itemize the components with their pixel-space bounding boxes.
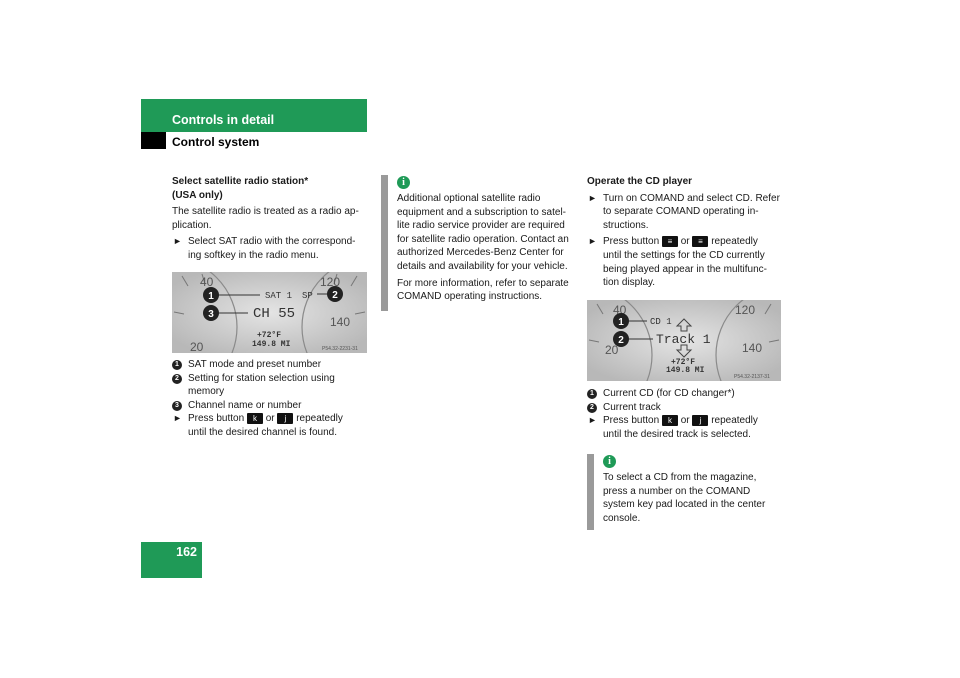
header-marker [141,132,166,149]
step-turn-on-comand: ► Turn on COMAND and select CD. Refer to… [588,192,780,231]
marker-1 [203,287,219,303]
instrument-cluster-cd: 40 20 120 140 1 2 CD 1 Track 1 +72°F 149… [587,300,781,381]
gauge-label: 20 [605,343,619,357]
info-bar [381,175,388,311]
seek-up-button-icon: j [692,415,709,427]
marker-2 [613,331,629,347]
display-temp: +72°F [671,358,695,367]
heading-satellite-line2: (USA only) [172,189,223,201]
step-line: Select SAT radio with the correspond- [188,236,356,248]
heading-satellite-line1: Select satellite radio station* [172,176,309,187]
marker-2 [327,286,343,302]
svg-text:1: 1 [208,291,214,302]
svg-text:1: 1 [618,317,624,328]
display-sp: SP [302,291,313,301]
display-cd: CD 1 [650,317,672,327]
info-bar [587,454,594,530]
section-title: Controls in detail [172,113,275,127]
step-press-display-button: ► Press button ≡ or ≡ repeatedly until t… [588,236,767,289]
marker-1 [613,313,629,329]
column-cd: Operate the CD player ► Turn on COMAND a… [587,175,787,293]
figure-code: P54.32-2231-31 [322,346,358,352]
info-note-satellite: Additional optional satellite radio equi… [397,193,569,303]
gauge-label: 40 [200,275,214,289]
info-icon: i [603,455,616,468]
gauge-label: 120 [320,275,340,289]
display-temp: +72°F [257,331,281,340]
page-number: 162 [176,545,197,559]
svg-text:2: 2 [618,335,624,346]
instrument-cluster-satellite: 40 20 120 140 1 3 2 SAT 1 SP CH 55 +72°F… [172,272,367,353]
step-press-button: ► Press button k or j repeatedly until t… [173,413,343,438]
gauge-label: 20 [190,340,204,353]
display-odometer: 149.8 MI [252,340,291,349]
seek-up-button-icon: j [277,413,294,425]
section-subtitle: Control system [172,135,260,149]
intro-line1: The satellite radio is treated as a radi… [172,206,359,218]
info-note-cd: To select a CD from the magazine, press … [603,472,766,524]
gauge-label: 140 [742,341,762,355]
display-button-icon: ≡ [661,236,678,248]
step-line: ing softkey in the radio menu. [188,249,319,261]
heading-cd: Operate the CD player [587,176,693,187]
marker-3 [203,305,219,321]
seek-down-button-icon: k [246,413,263,425]
bullet-arrow-icon: ► [588,236,597,247]
figure-code: P54.32-2137-31 [734,374,770,380]
arrow-up-icon [675,318,693,332]
step-select-sat: ► Select SAT radio with the correspond- … [172,235,372,262]
step-press-track-button: ► Press button k or j repeatedly until t… [588,415,758,440]
page-number-box [141,542,202,578]
display-track: Track 1 [656,332,711,347]
seek-down-button-icon: k [661,415,678,427]
display-odometer: 149.8 MI [666,366,705,375]
gauge-label: 120 [735,303,755,317]
info-icon: i [397,176,410,189]
gauge-label: 140 [330,315,350,329]
bullet-arrow-icon: ► [173,236,182,247]
display-channel: CH 55 [253,306,295,322]
svg-text:3: 3 [208,309,214,320]
bullet-arrow-icon: ► [588,415,597,426]
svg-text:2: 2 [332,290,338,301]
arrow-down-icon [675,344,693,358]
bullet-arrow-icon: ► [173,413,182,424]
column-satellite: Select satellite radio station* (USA onl… [172,175,372,266]
display-button-alt-icon: ≡ [692,236,709,248]
intro-line2: plication. [172,219,212,231]
header-bar [141,99,367,132]
display-mode: SAT 1 [265,291,292,301]
bullet-arrow-icon: ► [588,192,597,203]
